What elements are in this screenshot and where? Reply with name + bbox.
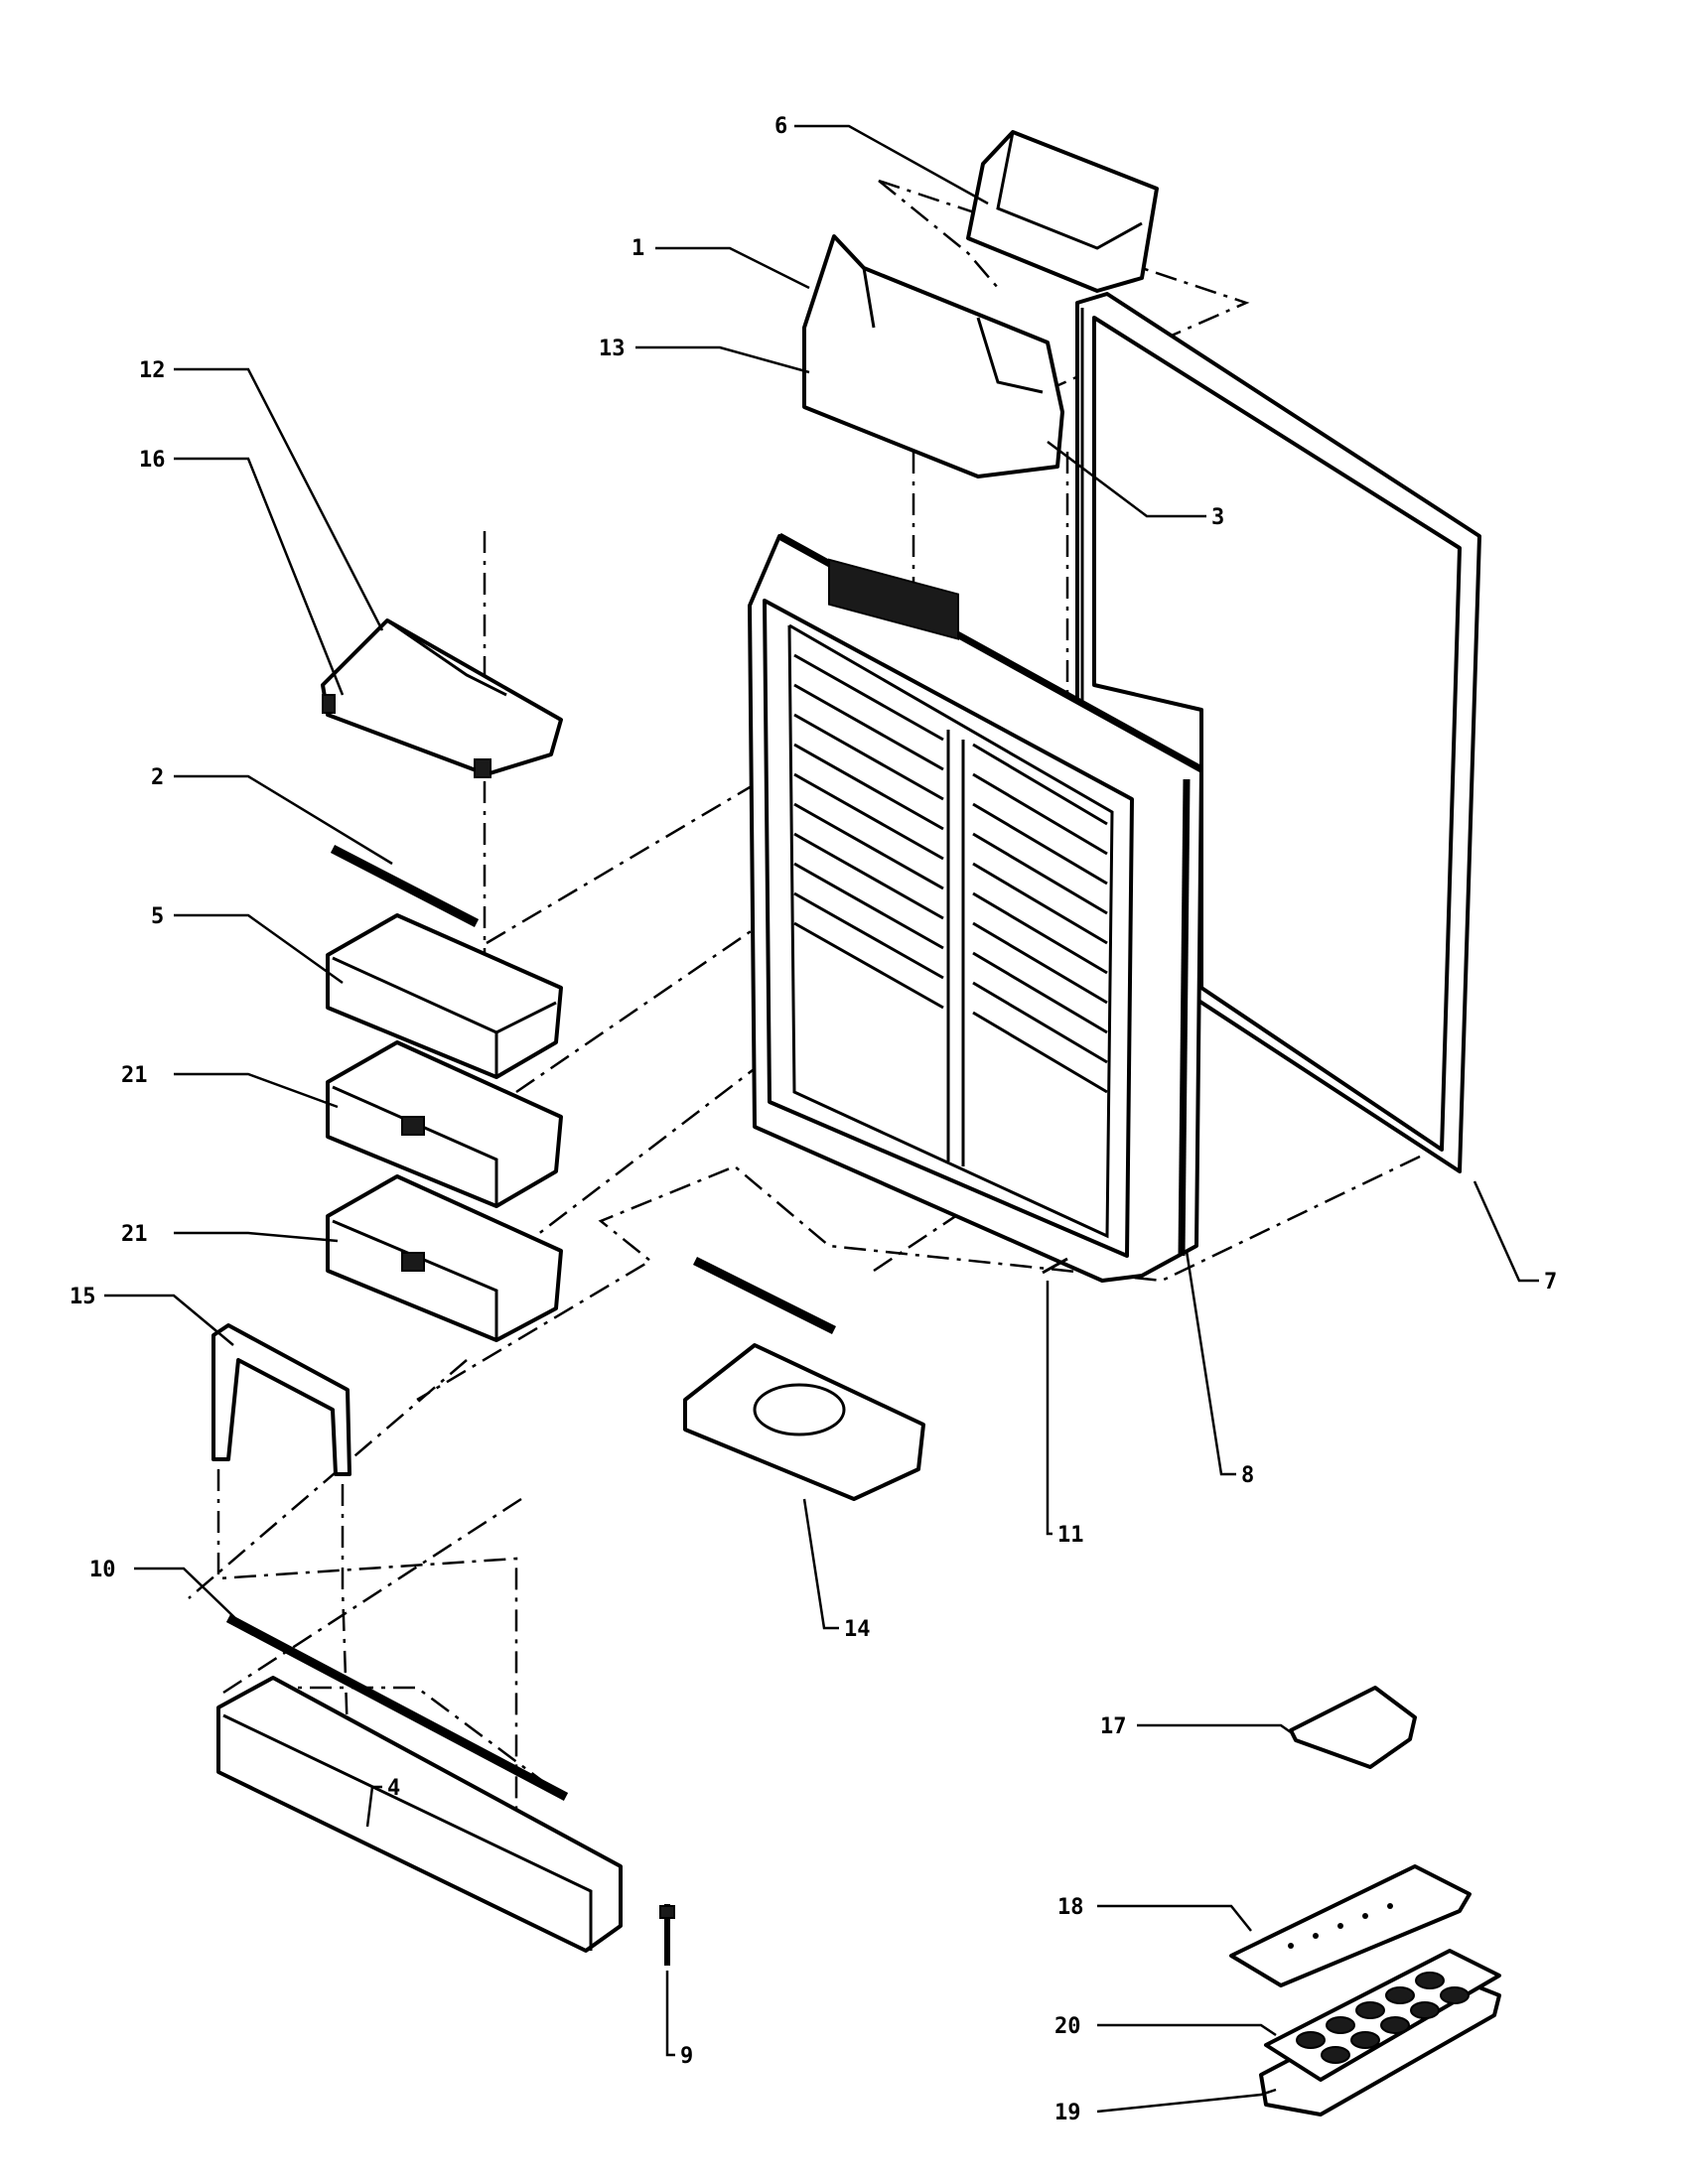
callout-16: 16	[139, 448, 166, 473]
callout-14: 14	[844, 1617, 871, 1642]
tray-part-17	[1289, 1686, 1417, 1769]
callout-21a: 21	[121, 1063, 148, 1088]
rail-bar-part-2	[330, 845, 480, 927]
callout-15: 15	[70, 1285, 96, 1309]
callout-6: 6	[774, 114, 787, 139]
callout-19: 19	[1054, 2101, 1081, 2125]
callout-9: 9	[680, 2044, 693, 2069]
leader-lines	[104, 124, 1539, 2114]
rail-part-10	[225, 1614, 569, 1801]
butter-compartment-part-12	[321, 618, 563, 778]
dairy-compartment-part-1	[802, 234, 1064, 640]
callout-7: 7	[1544, 1270, 1557, 1295]
callout-18: 18	[1057, 1895, 1084, 1920]
callout-10: 10	[89, 1558, 116, 1582]
callout-17: 17	[1100, 1714, 1127, 1739]
retainer-part-15	[211, 1323, 351, 1476]
callout-8: 8	[1241, 1463, 1254, 1488]
callout-1: 1	[632, 236, 644, 261]
screw-part-9	[659, 1904, 675, 1966]
dairy-door-part-6	[966, 130, 1159, 293]
callout-5: 5	[151, 904, 164, 929]
callout-3: 3	[1211, 505, 1224, 530]
callout-11: 11	[1057, 1523, 1084, 1548]
callout-12: 12	[139, 358, 166, 383]
lid-part-18	[1229, 1864, 1472, 1987]
door-bin-part-21a	[326, 1040, 563, 1208]
callout-2: 2	[151, 765, 164, 790]
door-bin-part-5	[326, 913, 563, 1079]
callout-13: 13	[599, 337, 626, 361]
door-bin-part-21b	[326, 1174, 563, 1342]
ice-tray-cells	[1296, 1972, 1470, 2064]
ice-tray-part-19	[1259, 1949, 1501, 2116]
callouts: 6 1 13 3 12 16 2 5 21 21 15 10 17 18 20 …	[70, 114, 1557, 2125]
door-shelf-part-4	[216, 1676, 623, 1953]
callout-21b: 21	[121, 1222, 148, 1247]
bin-part-14	[683, 1256, 925, 1501]
callout-4: 4	[387, 1776, 400, 1801]
callout-20: 20	[1054, 2014, 1081, 2039]
pin-part-11	[1042, 1257, 1068, 1275]
